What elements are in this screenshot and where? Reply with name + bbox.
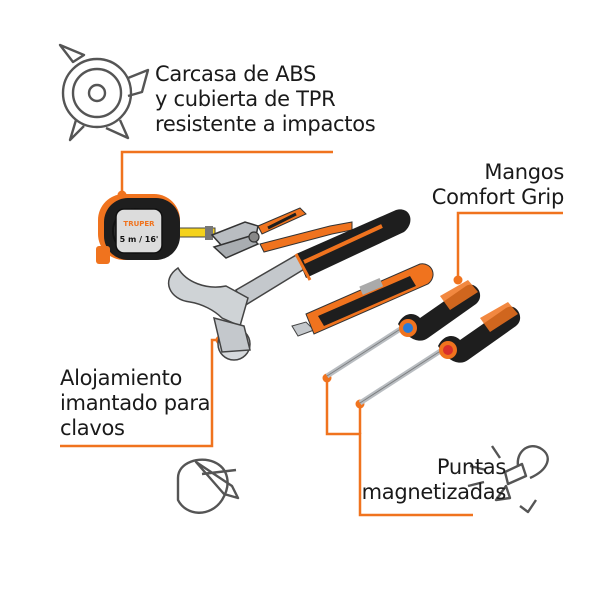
nail-holder-outline-icon xyxy=(176,458,240,514)
magnet-tip-outline-icon xyxy=(467,445,549,514)
callout-grip-line-2: Comfort Grip xyxy=(431,185,565,209)
callout-nails-line-1: Alojamiento xyxy=(60,366,183,390)
callout-tips-line-1: Puntas xyxy=(436,455,506,479)
callout-nails-line-3: clavos xyxy=(60,416,125,440)
callout-tips-line-2: magnetizadas xyxy=(361,480,507,504)
callout-comfort-grip: Mangos Comfort Grip xyxy=(431,160,565,210)
utility-knife xyxy=(291,263,434,337)
tape-brand-label: TRUPER xyxy=(123,220,155,228)
callout-nail-holder: Alojamiento imantado para clavos xyxy=(60,366,211,441)
callout-nails-line-2: imantado para xyxy=(60,391,211,415)
screwdriver-phillips xyxy=(325,280,481,379)
pliers xyxy=(210,207,353,259)
tape-measure-outline-icon xyxy=(58,43,150,142)
claw-hammer xyxy=(167,209,411,361)
callout-case-line-1: Carcasa de ABS xyxy=(155,62,317,86)
callout-case-material: Carcasa de ABS y cubierta de TPR resiste… xyxy=(155,62,376,137)
tape-size-label: 5 m / 16' xyxy=(120,235,159,244)
callout-case-line-3: resistente a impactos xyxy=(155,112,376,136)
tape-measure: TRUPER 5 m / 16' xyxy=(96,194,216,264)
screwdriver-flat xyxy=(358,302,521,406)
callout-case-line-2: y cubierta de TPR xyxy=(155,87,336,111)
callout-magnetic-tips: Puntas magnetizadas xyxy=(361,455,507,505)
callout-grip-line-1: Mangos xyxy=(484,160,564,184)
